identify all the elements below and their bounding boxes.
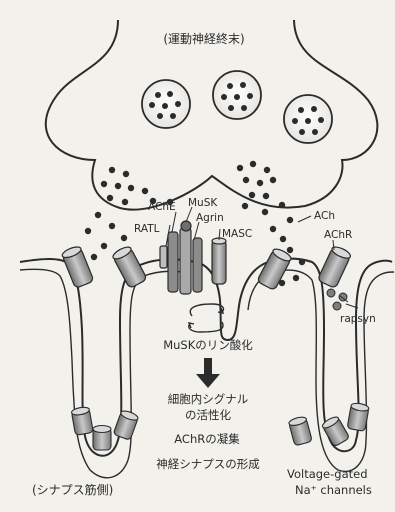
label-ach: ACh — [314, 210, 335, 222]
label-nav-line1: Voltage-gated — [287, 467, 368, 481]
label-masc: MASC — [222, 228, 252, 240]
synaptic-vesicle-center — [213, 71, 261, 119]
label-muscle-side: (シナプス筋側) — [32, 482, 113, 497]
nav-channel-left-2 — [93, 426, 111, 451]
achr-receptor-mid-left — [111, 245, 147, 289]
achr-receptor-right — [317, 245, 352, 289]
label-ratl: RATL — [134, 223, 160, 235]
label-nav-line2: Na⁺ channels — [295, 483, 372, 497]
label-signal-line1: 細胞内シグナル — [168, 392, 249, 406]
label-musk-phosphorylation: MuSKのリン酸化 — [163, 338, 253, 352]
label-synapse-formation: 神経シナプスの形成 — [156, 457, 260, 471]
musk-complex — [160, 221, 202, 294]
label-achr-clustering: AChRの凝集 — [174, 432, 240, 446]
label-achr: AChR — [324, 229, 352, 241]
nav-channel-left-3 — [113, 409, 139, 440]
down-arrow — [196, 358, 220, 388]
label-agrin: Agrin — [196, 212, 224, 224]
achr-receptor-mid-right — [257, 247, 293, 291]
inner-membrane-line-right — [248, 270, 394, 471]
achr-receptor-left — [61, 245, 94, 289]
nav-channel-left-1 — [71, 406, 93, 435]
label-ache: AChE — [148, 201, 176, 213]
label-rapsyn: rapsyn — [340, 313, 376, 325]
nav-channel-right-3 — [347, 402, 369, 431]
masc-protein — [212, 238, 226, 284]
label-signal-line2: の活性化 — [185, 408, 231, 422]
synaptic-vesicle-left — [142, 80, 190, 128]
nav-channel-right-1 — [288, 416, 312, 446]
label-motor-nerve-terminal: (運動神経終末) — [163, 31, 244, 46]
synaptic-vesicle-right — [284, 95, 332, 143]
label-musk: MuSK — [188, 197, 218, 209]
cycle-arrows — [189, 304, 224, 332]
